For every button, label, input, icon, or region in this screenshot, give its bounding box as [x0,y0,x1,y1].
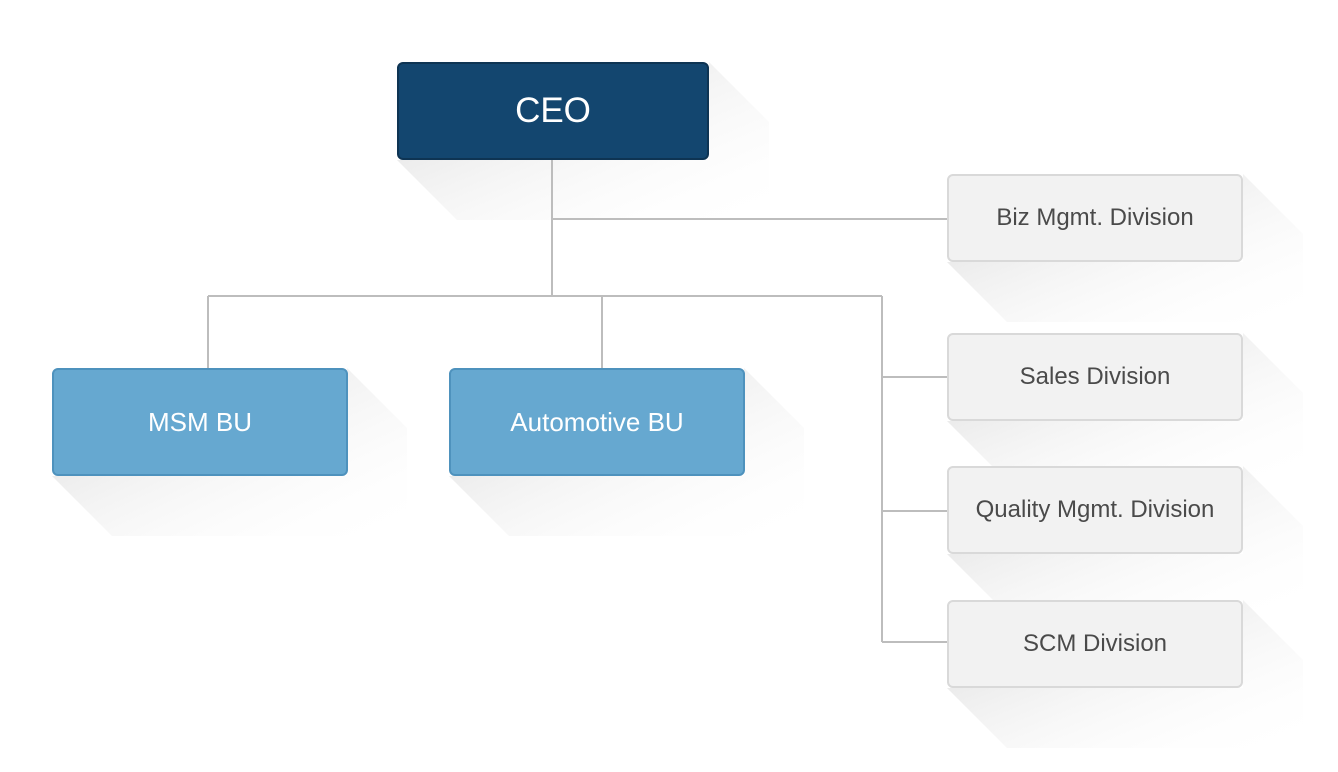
biz-mgmt-division-box: Biz Mgmt. Division [947,174,1243,262]
quality-mgmt-division-box: Quality Mgmt. Division [947,466,1243,554]
scm-division-box: SCM Division [947,600,1243,688]
ceo-box: CEO [397,62,709,160]
division-shadow-biz [947,174,1303,322]
biz-mgmt-division-label: Biz Mgmt. Division [996,204,1194,231]
sales-division-box: Sales Division [947,333,1243,421]
division-shadow-quality [947,466,1303,614]
sales-division-label: Sales Division [1019,363,1171,390]
automotive-bu-label: Automotive BU [510,406,684,437]
msm-bu-label: MSM BU [148,406,252,437]
division-shadow-scm [947,600,1303,748]
ceo-label: CEO [515,91,591,130]
bu-shadow-msm [52,368,407,536]
ceo-shadow [397,62,769,220]
division-shadow-sales [947,333,1303,481]
msm-bu-box: MSM BU [52,368,348,476]
bu-shadow-automotive [449,368,804,536]
automotive-bu-box: Automotive BU [449,368,745,476]
quality-mgmt-division-label: Quality Mgmt. Division [975,496,1215,523]
scm-division-label: SCM Division [1022,630,1168,657]
